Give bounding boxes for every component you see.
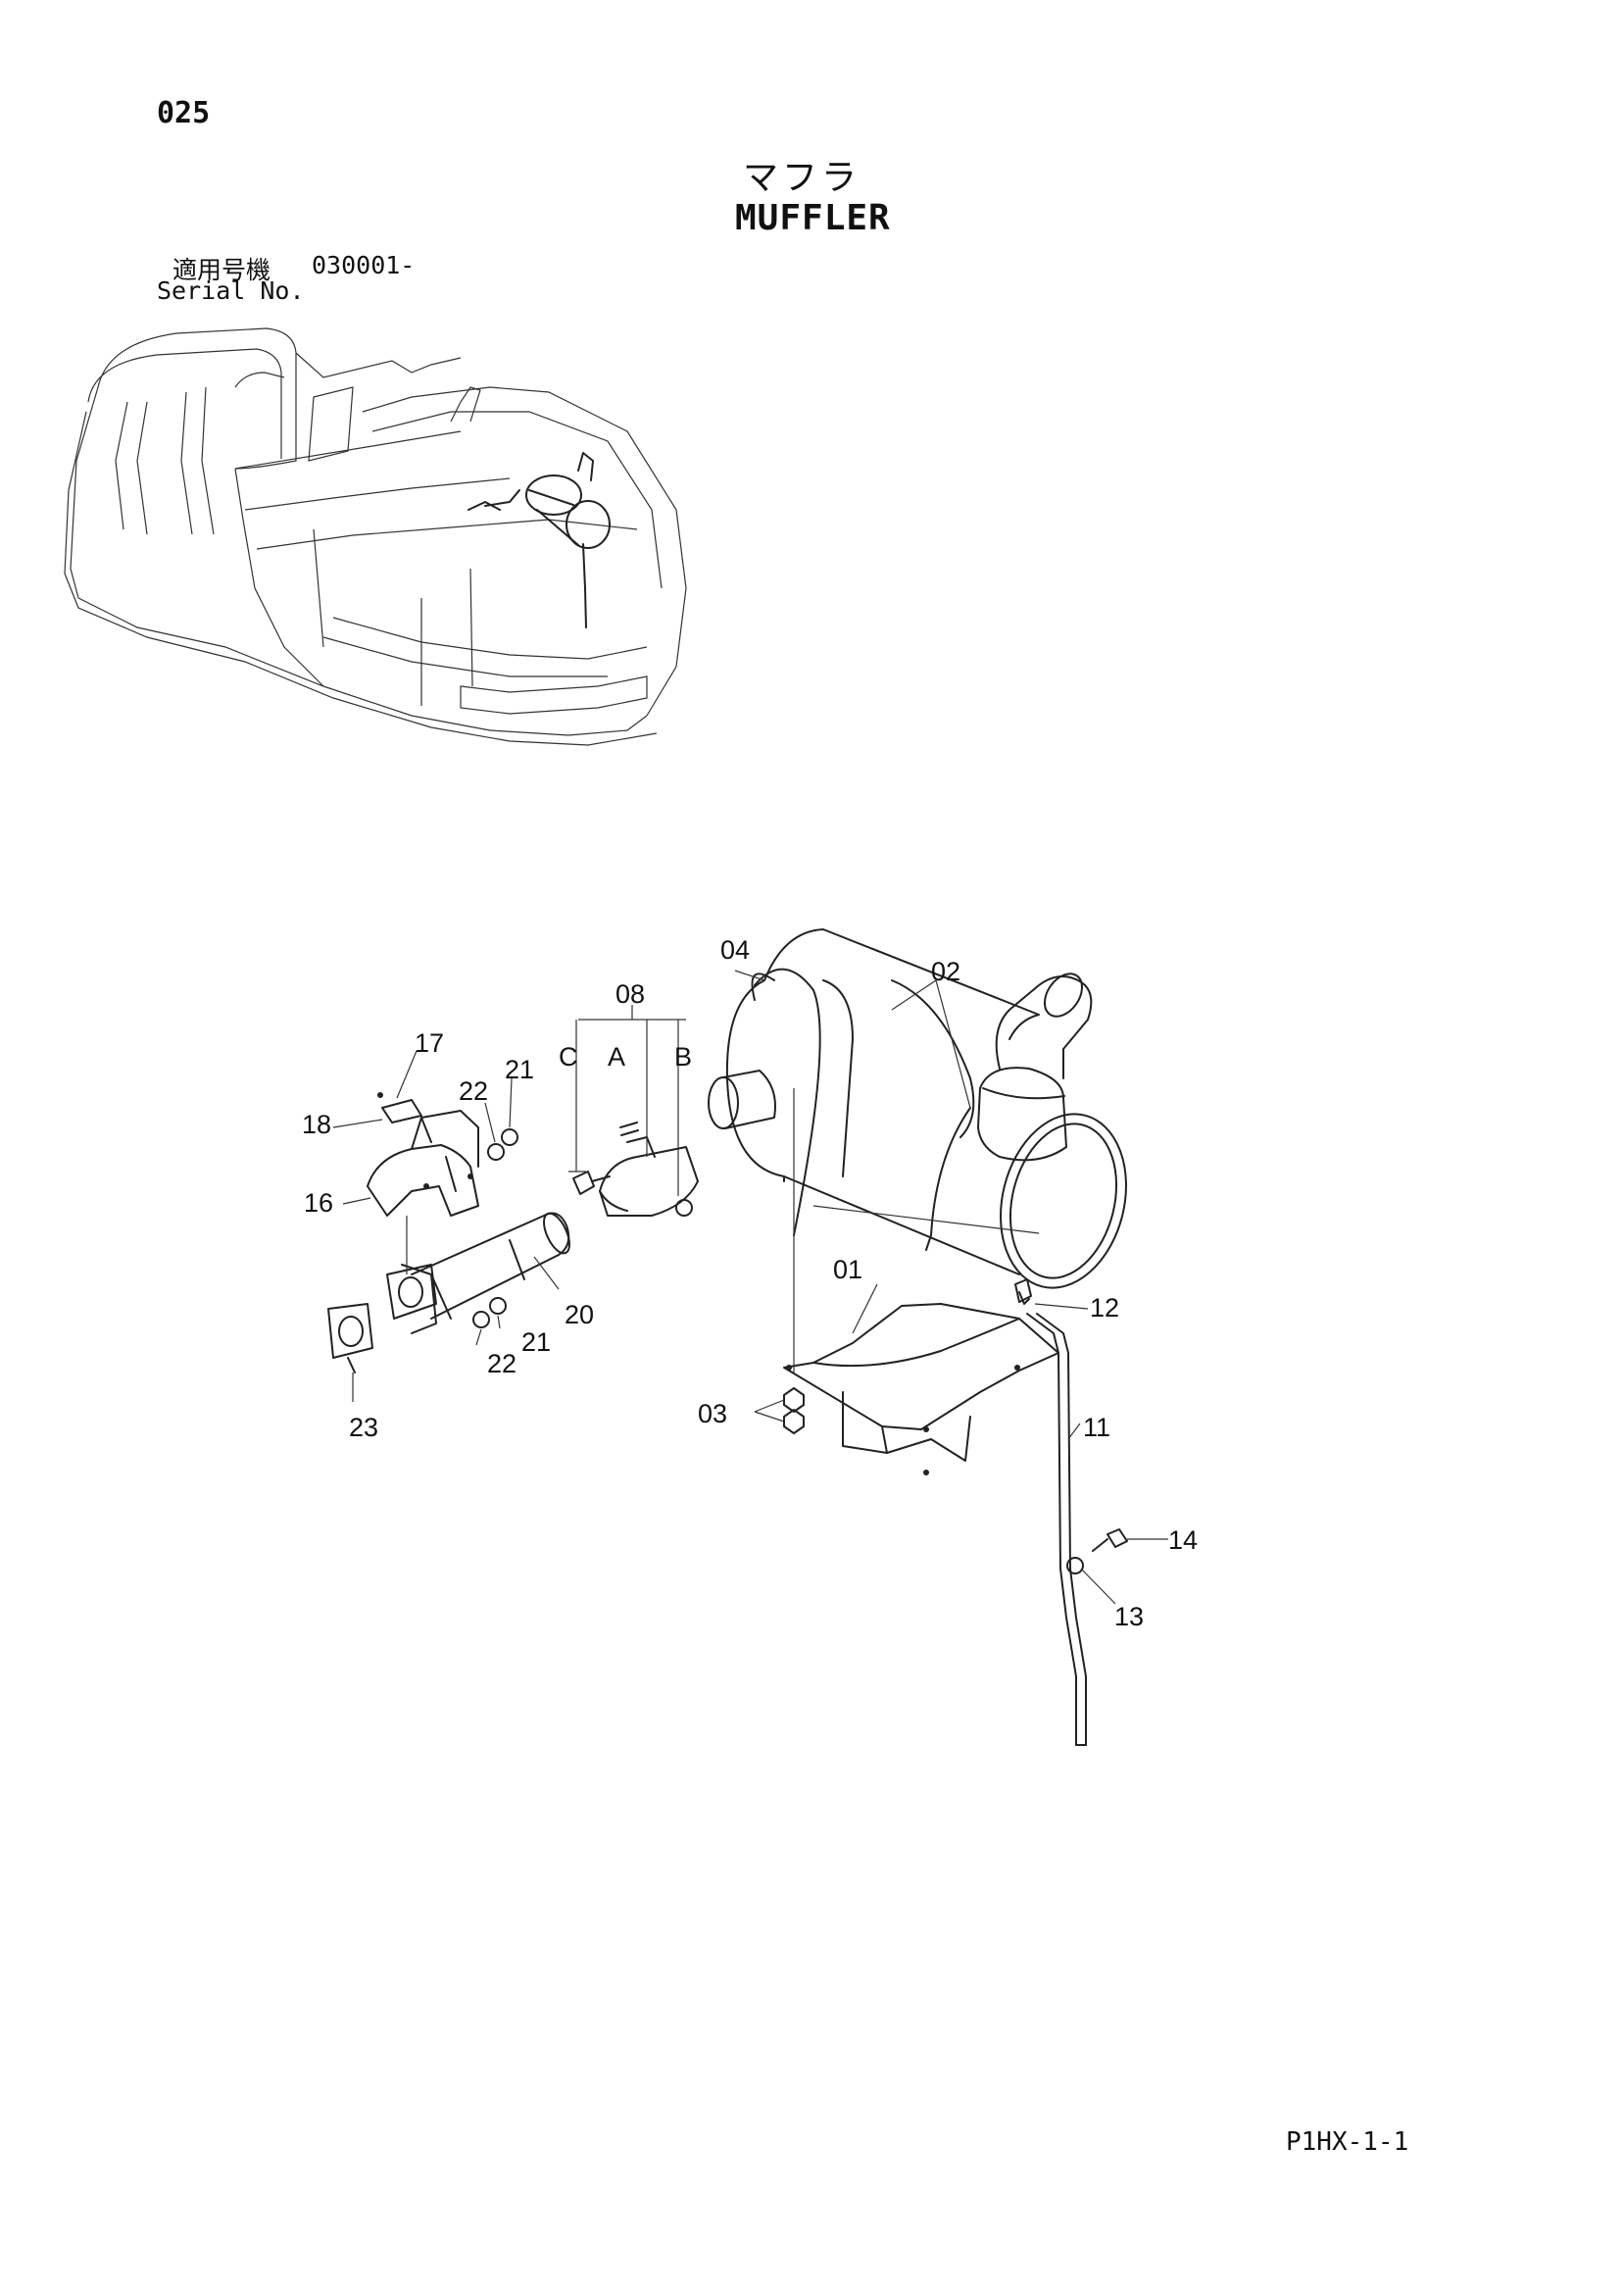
page-title-japanese: マフラ: [743, 158, 861, 198]
callout-21-lower: 21: [521, 1327, 551, 1357]
callout-02: 02: [931, 957, 960, 986]
callout-16: 16: [304, 1188, 333, 1218]
serial-number-range: 030001-: [312, 251, 416, 279]
page-number: 025: [157, 96, 211, 130]
page-title: MUFFLER: [735, 198, 891, 238]
callout-22-lower: 22: [487, 1349, 516, 1378]
callout-18: 18: [302, 1110, 331, 1139]
callout-04: 04: [720, 935, 750, 965]
machine-overview-illustration: [64, 327, 687, 746]
callout-08: 08: [615, 979, 645, 1009]
callout-14: 14: [1168, 1525, 1198, 1555]
callout-17: 17: [415, 1028, 444, 1058]
callout-labels: 04 02 08 C A B 17 22 21 18 16 20 21 22 2…: [302, 935, 1198, 1631]
callout-11: 11: [1083, 1413, 1110, 1442]
callout-13: 13: [1114, 1602, 1144, 1631]
callout-23: 23: [349, 1413, 378, 1442]
serial-label-japanese: 適用号機: [172, 256, 271, 284]
page-code: P1HX-1-1: [1286, 2127, 1409, 2157]
callout-21-upper: 21: [505, 1055, 534, 1084]
callout-08-a: A: [608, 1042, 625, 1072]
serial-label: Serial No.: [157, 276, 305, 305]
callout-08-c: C: [559, 1042, 578, 1072]
muffler-assembly-diagram: [327, 928, 1168, 1746]
callout-03: 03: [698, 1399, 727, 1428]
callout-22-upper: 22: [459, 1076, 488, 1106]
callout-20: 20: [565, 1300, 594, 1329]
callout-01: 01: [833, 1255, 862, 1284]
callout-08-b: B: [674, 1042, 692, 1072]
callout-12: 12: [1090, 1293, 1119, 1323]
